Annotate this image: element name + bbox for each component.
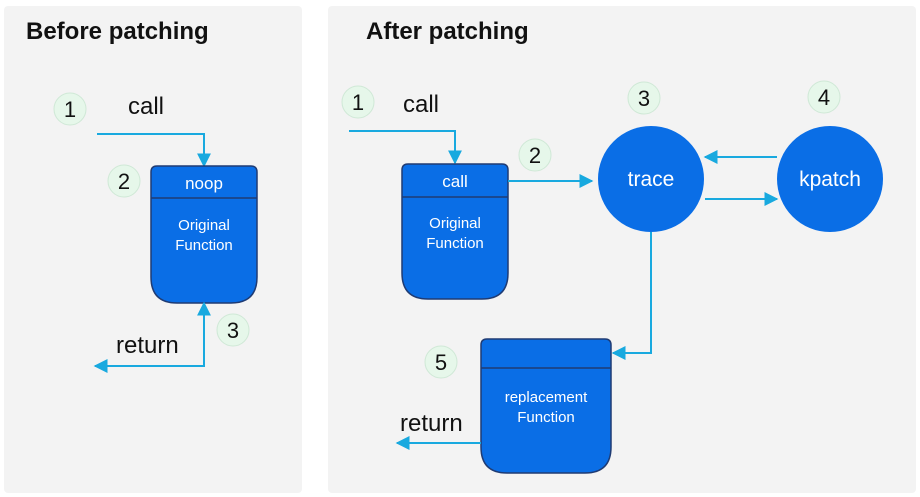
after-step-4-label: 4 bbox=[818, 85, 830, 110]
after-box-header: call bbox=[442, 172, 468, 191]
replacement-body-line2: Function bbox=[517, 409, 575, 426]
after-call-arrow bbox=[349, 130, 462, 165]
after-title: After patching bbox=[366, 18, 529, 45]
after-step-1-label: 1 bbox=[352, 90, 364, 115]
after-call-label: call bbox=[403, 91, 439, 118]
before-step-1: 1 bbox=[53, 92, 87, 126]
before-step-2: 2 bbox=[107, 164, 141, 198]
trace-to-replacement-arrow bbox=[611, 232, 652, 360]
after-function-box: call Original Function bbox=[401, 163, 509, 300]
after-step-3-label: 3 bbox=[638, 86, 650, 111]
before-step-3: 3 bbox=[216, 313, 250, 347]
before-box-header: noop bbox=[185, 174, 223, 193]
before-return-label: return bbox=[116, 332, 179, 359]
trace-label: trace bbox=[628, 168, 675, 191]
before-step-3-label: 3 bbox=[227, 318, 239, 343]
after-box-body-line2: Function bbox=[426, 235, 484, 252]
after-step-5-label: 5 bbox=[435, 350, 447, 375]
after-step-2-label: 2 bbox=[529, 143, 541, 168]
before-box-body-line1: Original bbox=[178, 217, 230, 234]
before-step-2-label: 2 bbox=[118, 169, 130, 194]
before-step-1-label: 1 bbox=[64, 97, 76, 122]
before-call-label: call bbox=[128, 93, 164, 120]
kpatch-label: kpatch bbox=[799, 168, 861, 191]
after-step-1: 1 bbox=[341, 85, 375, 119]
after-box-body-line1: Original bbox=[429, 215, 481, 232]
before-function-box: noop Original Function bbox=[150, 165, 258, 304]
after-step-3: 3 bbox=[627, 81, 661, 115]
after-step-2: 2 bbox=[518, 138, 552, 172]
kpatch-node: kpatch bbox=[777, 126, 883, 232]
before-call-arrow bbox=[97, 133, 211, 168]
trace-node: trace bbox=[598, 126, 704, 232]
after-step-4: 4 bbox=[807, 80, 841, 114]
before-return-arrow bbox=[93, 301, 211, 373]
replacement-function-box: replacement Function bbox=[480, 338, 612, 474]
before-box-body-line2: Function bbox=[175, 237, 233, 254]
after-step-5: 5 bbox=[424, 345, 458, 379]
after-return-label: return bbox=[400, 410, 463, 437]
before-title: Before patching bbox=[26, 18, 209, 45]
replacement-body-line1: replacement bbox=[505, 389, 588, 406]
